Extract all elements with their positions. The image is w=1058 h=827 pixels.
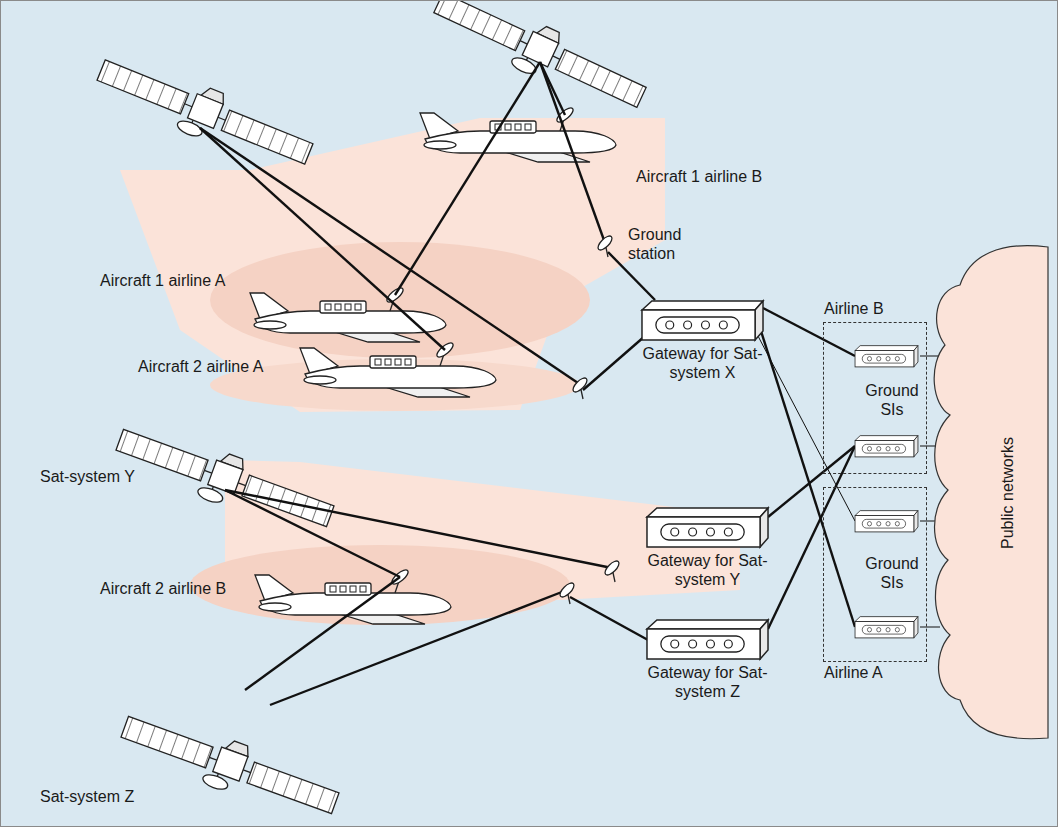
airline-label: Airline A <box>824 664 883 683</box>
figure-label: Sat-system Z <box>40 788 134 807</box>
airline-label: Airline B <box>824 300 884 319</box>
figure-label: Aircraft 2 airline B <box>100 580 226 599</box>
figure-label: Aircraft 1 airline A <box>100 272 225 291</box>
gateway-box: Gateway for Sat-system X <box>640 298 765 383</box>
gateway-box: Gateway for Sat-system Y <box>645 505 770 590</box>
satellite <box>91 0 652 827</box>
gateway-server <box>645 617 770 661</box>
ground-si-servers <box>824 488 926 661</box>
airline-group: Airline AGround SIs <box>823 487 927 662</box>
ground-si-label: Ground SIs <box>860 555 924 593</box>
network-link <box>758 336 855 521</box>
gateway-server <box>640 298 765 342</box>
gateway-server <box>645 505 770 549</box>
network-link <box>920 356 940 357</box>
gateway-box: Gateway for Sat-system Z <box>645 617 770 702</box>
radio-link <box>200 62 655 705</box>
gateway-label: Gateway for Sat-system X <box>640 345 765 383</box>
gateway-label: Gateway for Sat-system Y <box>645 552 770 590</box>
network-link <box>768 446 855 517</box>
figure-label: Ground station <box>628 226 690 264</box>
figure-label: Aircraft 1 airline B <box>636 168 762 187</box>
dish-antenna <box>558 234 621 604</box>
aircraft <box>250 106 616 624</box>
cloud-outline <box>930 245 1055 740</box>
figure-label: Sat-system Y <box>40 468 135 487</box>
airline-group: Airline BGround SIs <box>823 322 927 474</box>
figure-label: Aircraft 2 airline A <box>138 358 263 377</box>
ground-si-label: Ground SIs <box>860 382 924 420</box>
network-cloud: Public networks <box>930 245 1055 740</box>
cloud-label: Public networks <box>998 436 1017 548</box>
network-link <box>920 627 940 628</box>
gateway-label: Gateway for Sat-system Z <box>645 664 770 702</box>
